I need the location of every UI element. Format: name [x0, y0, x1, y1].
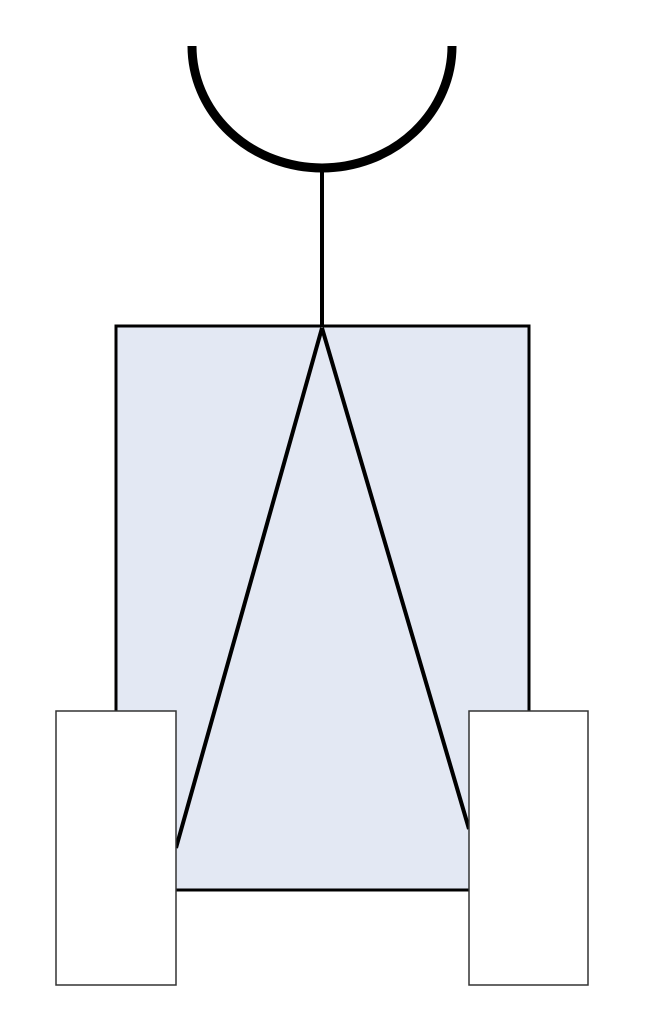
right-strut — [320, 327, 471, 830]
right-wheel — [468, 710, 589, 986]
body-rectangle — [114, 324, 531, 892]
head-arc — [187, 45, 457, 173]
left-strut — [174, 327, 324, 849]
left-wheel — [55, 710, 177, 986]
